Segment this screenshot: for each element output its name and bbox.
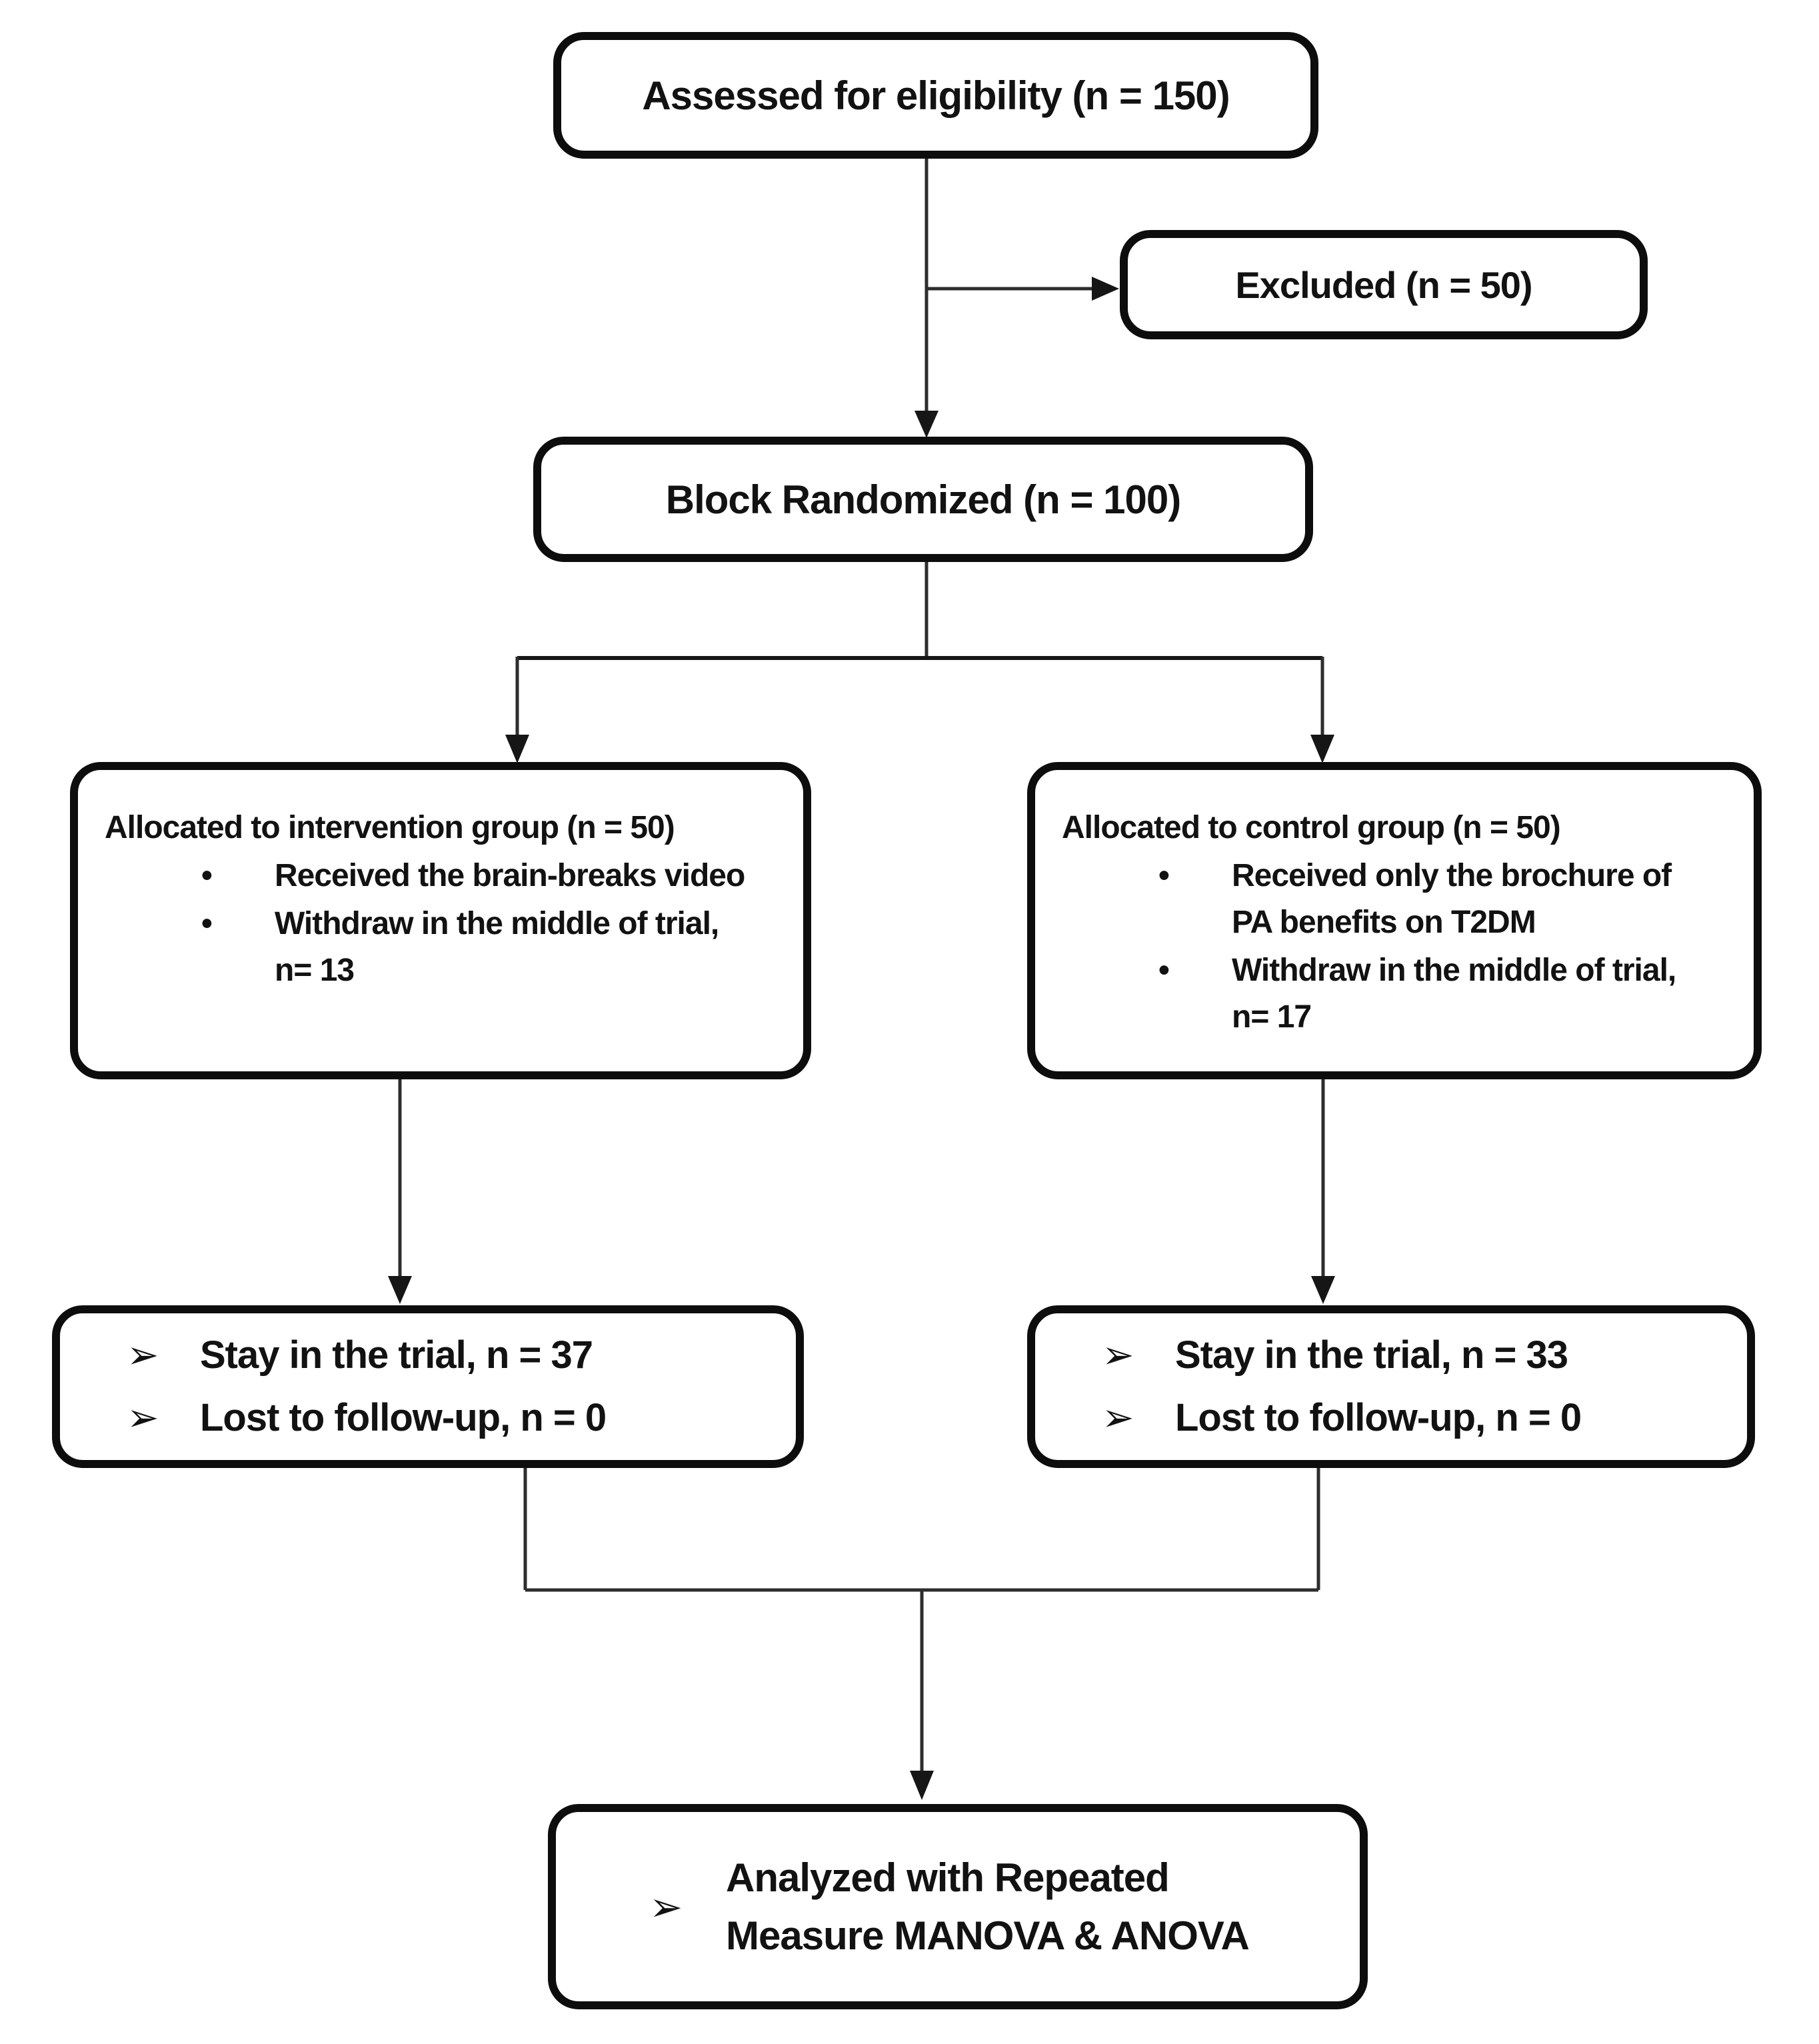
- intervention-stay-label: Stay in the trial, n = 37: [200, 1333, 593, 1377]
- list-item: ➢ Lost to follow-up, n = 0: [1102, 1397, 1747, 1439]
- bullet-icon: •: [201, 858, 213, 894]
- control-group-box: Allocated to control group (n = 50) • Re…: [1027, 762, 1762, 1079]
- control-followup-box: ➢ Stay in the trial, n = 33 ➢ Lost to fo…: [1027, 1305, 1755, 1468]
- list-item: • Received the brain-breaks video: [105, 853, 787, 899]
- list-item: • Received only the brochure of PA benef…: [1062, 853, 1738, 946]
- arrowhead-bullet-icon: ➢: [1102, 1396, 1134, 1439]
- assessed-eligibility-box: Assessed for eligibility (n = 150): [553, 32, 1318, 159]
- intervention-group-box: Allocated to intervention group (n = 50)…: [70, 762, 811, 1079]
- list-item: • Withdraw in the middle of trial, n= 13: [105, 901, 787, 994]
- assessed-eligibility-label: Assessed for eligibility (n = 150): [642, 73, 1230, 118]
- control-lost-label: Lost to follow-up, n = 0: [1175, 1396, 1582, 1439]
- control-stay-label: Stay in the trial, n = 33: [1175, 1333, 1568, 1377]
- excluded-box: Excluded (n = 50): [1120, 230, 1648, 339]
- list-item: ➢ Stay in the trial, n = 33: [1102, 1334, 1747, 1377]
- arrowhead-bullet-icon: ➢: [1102, 1333, 1134, 1377]
- arrowhead-followup-intervention: [388, 1276, 412, 1304]
- bullet-icon: •: [1158, 953, 1170, 989]
- bullet-icon: •: [1158, 858, 1170, 894]
- intervention-bullet-2: Withdraw in the middle of trial, n= 13: [275, 906, 719, 989]
- intervention-lost-label: Lost to follow-up, n = 0: [200, 1396, 607, 1439]
- arrowhead-analysis: [910, 1771, 934, 1800]
- excluded-label: Excluded (n = 50): [1235, 263, 1532, 306]
- analysis-box: ➢ Analyzed with Repeated Measure MANOVA …: [548, 1804, 1368, 2009]
- arrowhead-bullet-icon: ➢: [127, 1396, 159, 1439]
- block-randomized-label: Block Randomized (n = 100): [665, 477, 1182, 522]
- arrowhead-followup-control: [1311, 1276, 1335, 1304]
- arrowhead-bullet-icon: ➢: [127, 1333, 159, 1377]
- control-bullet-2: Withdraw in the middle of trial, n= 17: [1232, 953, 1676, 1035]
- arrowhead-bullet-icon: ➢: [649, 1884, 683, 1929]
- control-group-title: Allocated to control group (n = 50): [1062, 810, 1561, 845]
- arrowhead-excluded: [1092, 277, 1119, 301]
- intervention-group-title: Allocated to intervention group (n = 50): [105, 810, 675, 845]
- control-bullet-1: Received only the brochure of PA benefit…: [1232, 858, 1672, 941]
- list-item: • Withdraw in the middle of trial, n= 17: [1062, 947, 1738, 1041]
- bullet-icon: •: [201, 906, 213, 942]
- block-randomized-box: Block Randomized (n = 100): [533, 437, 1313, 562]
- list-item: ➢ Stay in the trial, n = 37: [127, 1334, 796, 1377]
- arrowhead-intervention: [505, 735, 529, 763]
- arrowhead-control: [1310, 735, 1334, 763]
- arrowhead-randomized: [914, 411, 938, 438]
- intervention-bullet-1: Received the brain-breaks video: [275, 858, 745, 894]
- list-item: ➢ Lost to follow-up, n = 0: [127, 1397, 796, 1439]
- intervention-followup-box: ➢ Stay in the trial, n = 37 ➢ Lost to fo…: [52, 1305, 804, 1468]
- analysis-label: Analyzed with Repeated Measure MANOVA & …: [726, 1855, 1250, 1958]
